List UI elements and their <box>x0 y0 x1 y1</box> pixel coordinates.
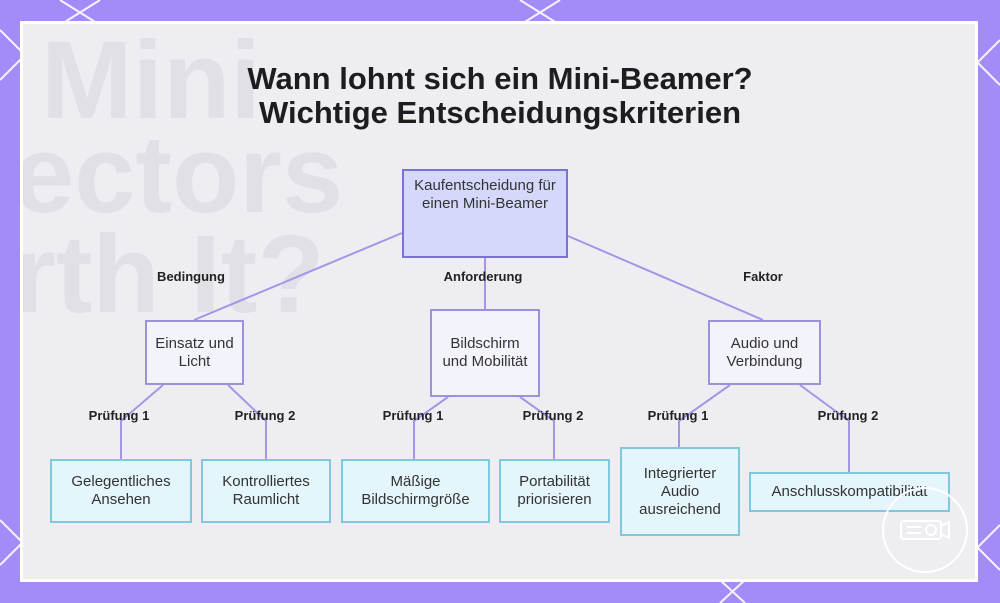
edge-label-check1-audio: Prüfung 1 <box>647 408 709 423</box>
node-audio-connection[interactable]: Audio und Verbindung <box>708 320 821 385</box>
edge-root-usage <box>193 232 403 321</box>
edge-label-check2-usage: Prüfung 2 <box>234 408 296 423</box>
node-occasional-viewing[interactable]: Gelegentliches Ansehen <box>50 459 192 523</box>
node-connection-compat-label: Anschlusskompatibilität <box>771 483 928 500</box>
node-moderate-screen-size[interactable]: Mäßige Bildschirmgröße <box>341 459 490 523</box>
node-moderate-screen-size-label: Mäßige Bildschirmgröße <box>361 473 470 508</box>
node-integrated-audio-label: Integrierter Audio ausreichend <box>639 464 721 518</box>
background-text-2: ectors <box>20 113 344 236</box>
edge-label-check1-screen: Prüfung 1 <box>382 408 444 423</box>
node-portability-label: Portabilität priorisieren <box>517 473 592 508</box>
edge-label-check1-usage: Prüfung 1 <box>88 408 150 423</box>
edge-audio-leaf5 <box>678 384 731 447</box>
edge-screen-leaf3 <box>413 396 449 459</box>
edge-usage-leaf2 <box>227 384 267 459</box>
edge-label-requirement: Anforderung <box>443 269 523 284</box>
node-usage-light[interactable]: Einsatz und Licht <box>145 320 244 385</box>
node-screen-mobility[interactable]: Bildschirm und Mobilität <box>430 309 540 397</box>
edge-label-check2-screen: Prüfung 2 <box>522 408 584 423</box>
node-controlled-light-label: Kontrolliertes Raumlicht <box>222 473 310 508</box>
node-usage-light-label: Einsatz und Licht <box>155 334 234 370</box>
node-portability[interactable]: Portabilität priorisieren <box>499 459 610 523</box>
edge-label-factor: Faktor <box>743 269 783 284</box>
edge-root-audio <box>567 235 764 321</box>
node-root-label: Kaufentscheidung für einen Mini-Beamer <box>414 177 556 212</box>
node-occasional-viewing-label: Gelegentliches Ansehen <box>71 473 171 508</box>
edge-usage-leaf1 <box>120 384 164 459</box>
node-controlled-light[interactable]: Kontrolliertes Raumlicht <box>201 459 331 523</box>
edge-screen-leaf4 <box>519 396 555 459</box>
background-text-3: rth It? <box>20 213 325 336</box>
node-screen-mobility-label: Bildschirm und Mobilität <box>442 335 528 370</box>
edge-label-condition: Bedingung <box>157 269 225 284</box>
edge-label-check2-audio: Prüfung 2 <box>817 408 879 423</box>
projector-icon <box>900 520 950 540</box>
edge-audio-leaf6 <box>799 384 850 472</box>
diagram-title: Wann lohnt sich ein Mini-Beamer? Wichtig… <box>0 62 1000 130</box>
node-root[interactable]: Kaufentscheidung für einen Mini-Beamer <box>402 169 568 258</box>
node-integrated-audio[interactable]: Integrierter Audio ausreichend <box>620 447 740 536</box>
title-line-1: Wann lohnt sich ein Mini-Beamer? <box>247 61 753 96</box>
watermark-badge <box>882 487 968 573</box>
title-line-2: Wichtige Entscheidungskriterien <box>258 95 742 130</box>
node-audio-connection-label: Audio und Verbindung <box>726 334 803 370</box>
background-text-1: Mini <box>41 21 261 142</box>
